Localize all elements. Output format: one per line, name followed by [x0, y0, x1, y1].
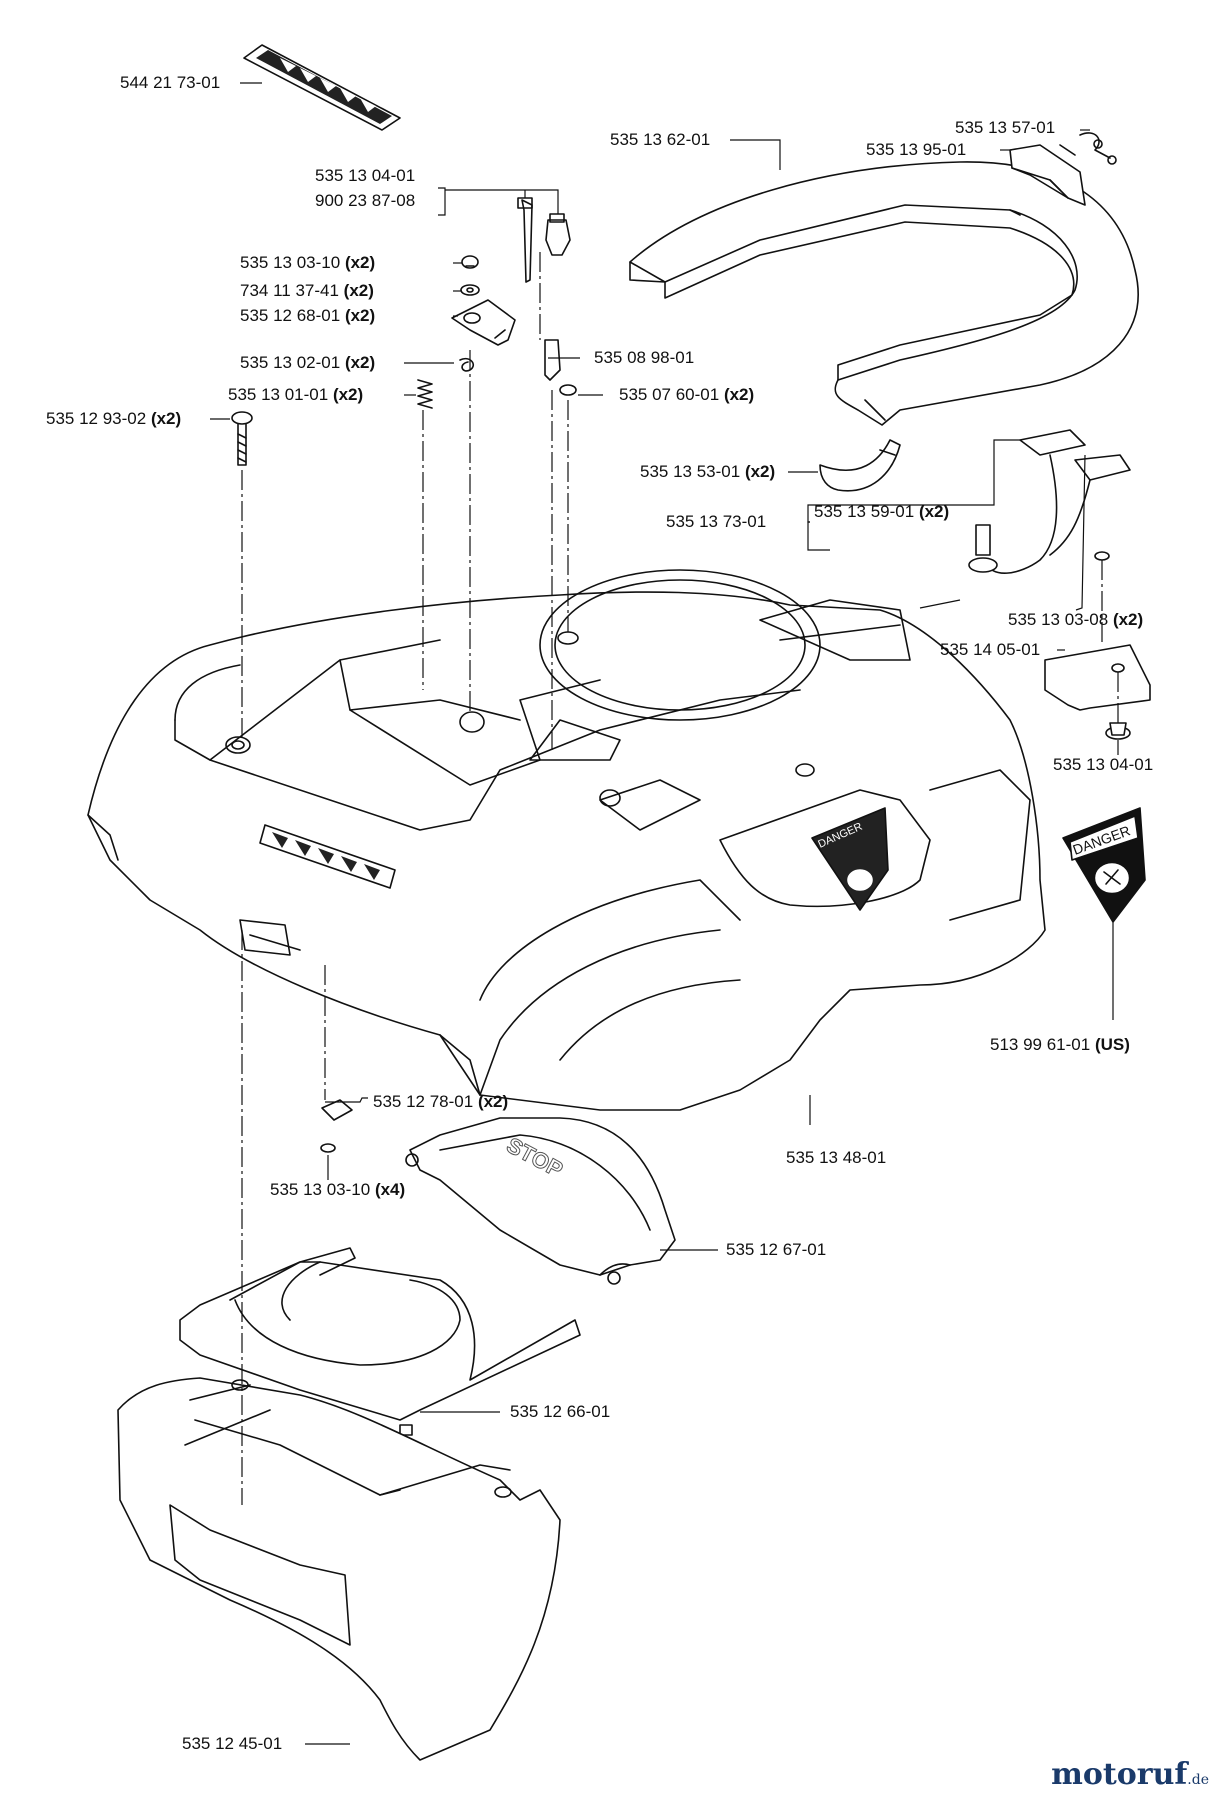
mount-plate-part [1044, 644, 1151, 711]
hinge-part [819, 439, 901, 492]
part-label: 535 12 45-01 [182, 1734, 283, 1753]
part-label: 535 13 03-10 (x2) [240, 253, 376, 272]
part-label: 535 12 68-01 (x2) [240, 306, 376, 325]
part-label: 535 12 78-01 (x2) [373, 1092, 509, 1111]
part-label: 535 13 02-01 (x2) [240, 353, 376, 372]
part-label: 535 13 03-10 (x4) [270, 1180, 406, 1199]
part-label: 535 13 48-01 [786, 1148, 887, 1167]
stop-cover-part [405, 1117, 676, 1285]
danger-decal-part [1062, 807, 1146, 923]
part-label: 544 21 73-01 [120, 73, 221, 92]
part-label: 535 12 66-01 [510, 1402, 611, 1421]
body-danger-decal [811, 807, 889, 911]
push-rivet-part [1105, 722, 1131, 740]
small-clip-part [320, 1099, 353, 1153]
part-label: 535 13 57-01 [955, 118, 1056, 137]
bumper-part [117, 1377, 561, 1761]
part-label: 535 08 98-01 [594, 348, 695, 367]
coil-spring-part [417, 379, 433, 409]
sensor-bracket-part [968, 429, 1131, 574]
part-label: 535 13 01-01 (x2) [228, 385, 364, 404]
part-label: 535 12 67-01 [726, 1240, 827, 1259]
site-logo[interactable]: motoruf.de [1051, 1757, 1209, 1792]
part-label: 535 13 59-01 (x2) [814, 502, 950, 521]
long-bolt-part [231, 411, 253, 466]
part-label: 535 12 93-02 (x2) [46, 409, 182, 428]
leader-lines [210, 82, 1119, 1745]
part-label: 734 11 37-41 (x2) [240, 281, 374, 300]
vertical-clip-part [544, 339, 561, 381]
part-label: 535 13 53-01 (x2) [640, 462, 776, 481]
push-clip-part [545, 213, 571, 256]
part-label: 900 23 87-08 [315, 191, 416, 210]
warning-decal-part [243, 44, 401, 131]
part-label: 535 14 05-01 [940, 640, 1041, 659]
part-label: 535 13 62-01 [610, 130, 711, 149]
part-label: 535 13 03-08 (x2) [1008, 610, 1144, 629]
part-label: 535 13 04-01 [315, 166, 416, 185]
small-screw-part [461, 255, 479, 269]
main-body-part [87, 569, 1046, 1111]
body-warning-decal [259, 824, 396, 889]
part-label: 535 13 95-01 [866, 140, 967, 159]
clip-spring-part [459, 357, 475, 372]
pan-screw-part [559, 384, 577, 396]
bottom-cover-part [179, 1247, 581, 1436]
sensor-screw-part [1094, 551, 1110, 561]
bracket-part [451, 299, 516, 346]
part-label: 535 13 04-01 [1053, 755, 1154, 774]
top-cover-part [629, 161, 1139, 426]
part-label: 513 99 61-01 (US) [990, 1035, 1130, 1054]
cable-tie-part [517, 197, 533, 283]
washer-part [460, 284, 480, 296]
handle-clip-part [1009, 144, 1086, 206]
spring-part [1059, 132, 1117, 165]
part-label: 535 13 73-01 [666, 512, 767, 531]
part-label: 535 07 60-01 (x2) [619, 385, 755, 404]
